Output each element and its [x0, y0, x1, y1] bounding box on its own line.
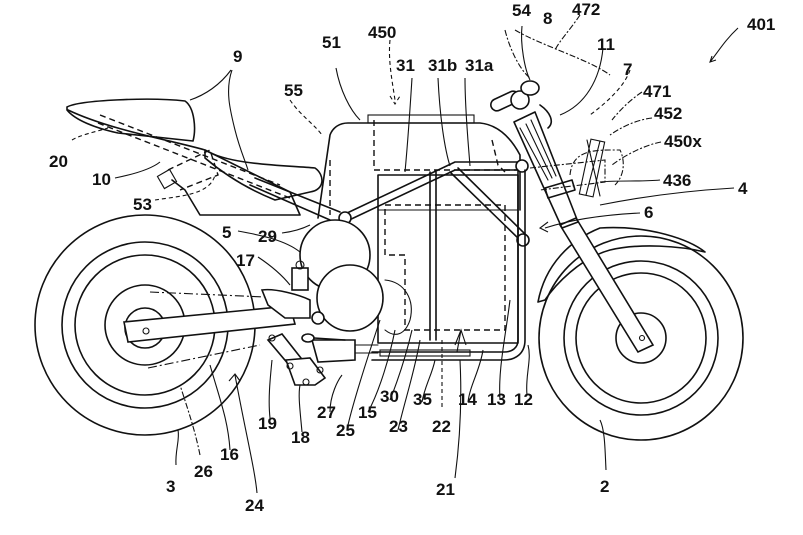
- drive-chain-lower: [147, 344, 261, 369]
- label-54: 54: [512, 1, 531, 20]
- link-plate: [284, 357, 327, 386]
- label-30: 30: [380, 387, 399, 406]
- label-14: 14: [458, 390, 477, 409]
- label-31: 31: [396, 56, 415, 75]
- tail-cover: [67, 109, 301, 216]
- tank-top-plate: [367, 114, 475, 124]
- reference-labels: 401 472 54 8 11 7 471 452 450x 436 4 6 4…: [49, 0, 775, 515]
- swing-arm: [123, 305, 297, 343]
- label-29: 29: [258, 227, 277, 246]
- label-4: 4: [738, 179, 748, 198]
- label-26: 26: [194, 462, 213, 481]
- rear-axle: [142, 327, 150, 335]
- label-9: 9: [233, 47, 242, 66]
- label-35: 35: [413, 390, 432, 409]
- label-53: 53: [133, 195, 152, 214]
- front-axle: [638, 334, 646, 342]
- label-15: 15: [358, 403, 377, 422]
- front-fender: [537, 226, 706, 303]
- controller-436: [578, 138, 606, 198]
- label-436: 436: [663, 171, 691, 190]
- handlebar-clamp: [510, 90, 530, 110]
- drive-chain-upper: [149, 291, 266, 298]
- label-450x: 450x: [664, 132, 702, 151]
- label-22: 22: [432, 417, 451, 436]
- label-17: 17: [236, 251, 255, 270]
- label-13: 13: [487, 390, 506, 409]
- battery-hidden: [384, 204, 506, 331]
- frame-down-pipe: [449, 167, 527, 241]
- label-16: 16: [220, 445, 239, 464]
- frame-main-pipe: [344, 161, 523, 223]
- cover-hidden-450: [329, 120, 520, 215]
- tail-frame-hidden: [97, 114, 291, 199]
- label-51: 51: [322, 33, 341, 52]
- label-25: 25: [336, 421, 355, 440]
- label-18: 18: [291, 428, 310, 447]
- head-pipe-bracket: [544, 179, 576, 199]
- label-5: 5: [222, 223, 231, 242]
- frame-joint-front: [515, 159, 529, 173]
- pivot-bolt: [311, 311, 325, 325]
- rider-seat: [204, 149, 323, 201]
- motor-base: [310, 339, 356, 363]
- label-21: 21: [436, 480, 455, 499]
- seat-rail: [249, 177, 341, 221]
- area-450x: [569, 149, 624, 186]
- label-23: 23: [389, 417, 408, 436]
- label-12: 12: [514, 390, 533, 409]
- label-24: 24: [245, 496, 264, 515]
- rear-seat-cowl: [66, 98, 196, 142]
- front-wheel: [538, 235, 744, 441]
- label-55: 55: [284, 81, 303, 100]
- label-19: 19: [258, 414, 277, 433]
- front-fork: [558, 216, 655, 354]
- shock-absorber: [291, 267, 309, 291]
- label-401: 401: [747, 15, 775, 34]
- label-31b: 31b: [428, 56, 457, 75]
- label-471: 471: [643, 82, 671, 101]
- rear-bracket: [260, 288, 311, 319]
- label-7: 7: [623, 60, 632, 79]
- label-450: 450: [368, 23, 396, 42]
- label-8: 8: [543, 9, 552, 28]
- label-452: 452: [654, 104, 682, 123]
- label-6: 6: [644, 203, 653, 222]
- label-11: 11: [597, 35, 615, 54]
- label-2: 2: [600, 477, 609, 496]
- steering-cap: [520, 80, 540, 96]
- label-20: 20: [49, 152, 68, 171]
- label-3: 3: [166, 477, 175, 496]
- label-27: 27: [317, 403, 336, 422]
- leader-lines: [71, 14, 739, 494]
- frame-joint-lower: [516, 233, 530, 247]
- label-10: 10: [92, 170, 111, 189]
- label-31a: 31a: [465, 56, 494, 75]
- under-plate: [379, 349, 471, 357]
- label-472: 472: [572, 0, 600, 19]
- tail-component: [156, 168, 178, 190]
- motor-lower: [316, 264, 384, 332]
- battery-case: [377, 174, 519, 344]
